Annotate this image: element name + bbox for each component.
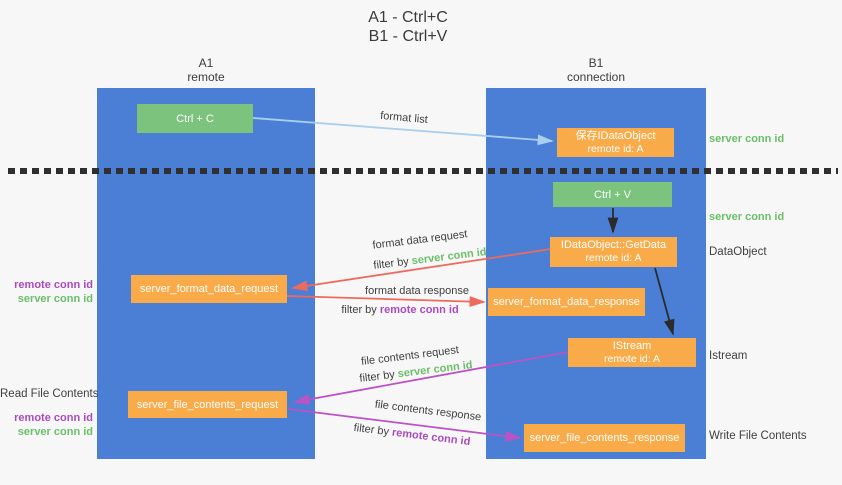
node-istream-title: IStream [612, 339, 652, 352]
filter-prefix: filter by [353, 421, 393, 439]
edge-label-filter-by-server-conn-id-1: filter by server conn id [373, 246, 487, 272]
server-conn-id-key: server conn id [411, 246, 488, 268]
node-save-idataobject: 保存IDataObject remote id: A [557, 128, 674, 157]
remote-conn-id-key: remote conn id [379, 304, 459, 316]
label-server-conn-id-dataobject: server conn id [709, 211, 785, 223]
title-line-1: A1 - Ctrl+C [368, 9, 448, 26]
filter-prefix: filter by [341, 304, 380, 316]
node-istream: IStream remote id: A [568, 338, 696, 367]
label-server-conn-id-file: server conn id [17, 426, 93, 438]
node-getdata-title: IDataObject::GetData [560, 239, 667, 251]
node-server-format-data-response: server_format_data_response [488, 288, 645, 316]
filter-prefix: filter by [372, 255, 413, 272]
label-dataobject: DataObject [709, 246, 767, 258]
label-server-conn-id-format: server conn id [17, 293, 93, 305]
label-server-conn-id-save: server conn id [709, 133, 785, 145]
title-line-2: B1 - Ctrl+V [368, 28, 448, 45]
label-istream: Istream [709, 350, 748, 362]
edge-label-filter-by-remote-conn-id-1: filter by remote conn id [341, 304, 458, 316]
label-remote-conn-id-format: remote conn id [14, 279, 93, 291]
label-read-file-contents: Read File Contents [0, 388, 99, 400]
edge-label-format-data-request: format data request [371, 228, 469, 252]
remote-conn-id-key: remote conn id [391, 426, 471, 449]
server-conn-id-key: server conn id [397, 359, 474, 381]
diagram-title: A1 - Ctrl+C B1 - Ctrl+V [0, 8, 829, 46]
lane-a-header: A1 remote [97, 56, 315, 84]
edge-label-filter-by-remote-conn-id-2: filter by remote conn id [353, 422, 471, 448]
node-save-idataobject-remote-id: remote id: A [587, 142, 644, 155]
lane-b-name: B1 [588, 56, 604, 70]
edge-label-file-contents-response: file contents response [374, 398, 482, 424]
node-istream-remote-id: remote id: A [603, 352, 661, 365]
filter-prefix: filter by [358, 368, 399, 385]
node-ctrl-v: Ctrl + V [553, 182, 672, 207]
node-getdata-remote-id: remote id: A [585, 252, 642, 264]
edge-label-format-list: format list [379, 109, 429, 127]
edge-label-format-data-response: format data response [365, 285, 469, 297]
node-server-format-data-request: server_format_data_request [131, 275, 287, 303]
node-server-file-contents-request: server_file_contents_request [128, 391, 287, 418]
label-remote-conn-id-file: remote conn id [14, 412, 93, 424]
node-ctrl-c: Ctrl + C [137, 104, 253, 133]
lane-b-role: connection [566, 70, 626, 84]
node-idataobject-getdata: IDataObject::GetData remote id: A [550, 237, 677, 267]
label-write-file-contents: Write File Contents [709, 430, 807, 442]
lane-a-name: A1 [198, 56, 214, 70]
lane-a-role: remote [187, 70, 225, 84]
node-save-idataobject-title: 保存IDataObject [575, 129, 656, 142]
node-server-file-contents-response: server_file_contents_response [524, 424, 685, 452]
lane-b-header: B1 connection [486, 56, 706, 84]
